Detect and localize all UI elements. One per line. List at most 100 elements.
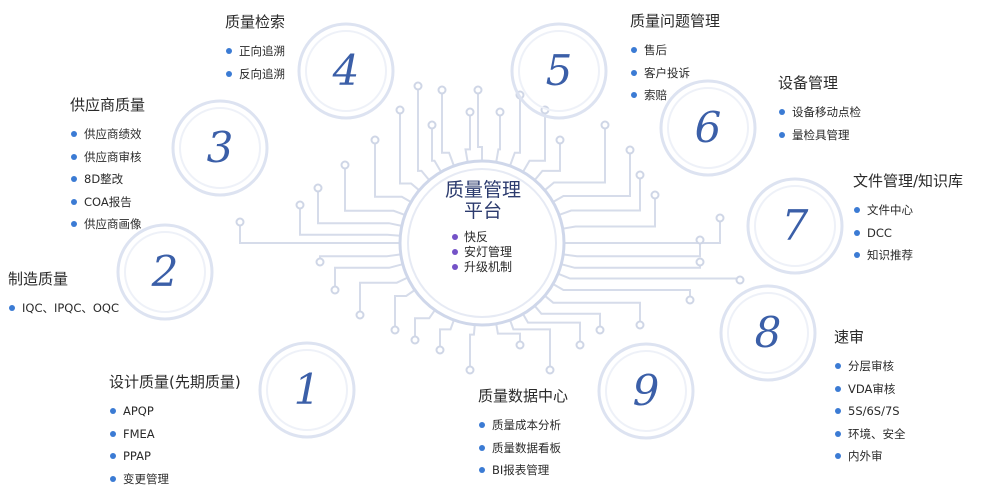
module-item: 反向追溯 bbox=[225, 66, 285, 89]
circuit-trace bbox=[470, 325, 475, 370]
module-quality-traceability: 质量检索 正向追溯 反向追溯 bbox=[225, 11, 285, 88]
hub-subtitle: 平台 bbox=[403, 201, 563, 222]
hub-feature: 升级机制 bbox=[451, 260, 563, 275]
circuit-trace bbox=[320, 254, 401, 262]
hub-feature: 安灯管理 bbox=[451, 245, 563, 260]
module-audit: 速审 分层审核 VDA审核 5S/6S/7S 环境、安全 内外审 bbox=[834, 326, 906, 471]
module-3-number: 3 bbox=[190, 118, 250, 178]
module-item: VDA审核 bbox=[834, 381, 906, 404]
circuit-trace bbox=[432, 125, 441, 172]
circuit-node bbox=[342, 162, 349, 169]
circuit-trace bbox=[553, 150, 630, 202]
circuit-node bbox=[737, 277, 744, 284]
circuit-node bbox=[332, 287, 339, 294]
circuit-trace bbox=[545, 296, 640, 325]
circuit-node bbox=[717, 215, 724, 222]
circuit-node bbox=[467, 109, 474, 116]
module-item-list: 正向追溯 反向追溯 bbox=[225, 43, 285, 88]
module-title: 制造质量 bbox=[8, 268, 119, 289]
circuit-node bbox=[557, 137, 564, 144]
circuit-trace bbox=[510, 95, 520, 166]
circuit-trace bbox=[418, 86, 429, 180]
module-item: 供应商画像 bbox=[70, 216, 145, 239]
circuit-trace bbox=[466, 112, 471, 162]
circuit-node bbox=[439, 87, 446, 94]
circuit-trace bbox=[440, 320, 454, 350]
circuit-node bbox=[687, 297, 694, 304]
circuit-node bbox=[317, 259, 324, 266]
hub-feature-list: 快反 安灯管理 升级机制 bbox=[451, 230, 563, 275]
circuit-node bbox=[697, 237, 704, 244]
module-item: 分层审核 bbox=[834, 358, 906, 381]
module-design-quality: 设计质量(先期质量) APQP FMEA PPAP 变更管理 bbox=[109, 371, 241, 493]
module-item: 索赔 bbox=[630, 87, 720, 110]
module-quality-data-center: 质量数据中心 质量成本分析 质量数据看板 BI报表管理 bbox=[478, 385, 568, 485]
module-item: 设备移动点检 bbox=[778, 104, 861, 127]
circuit-node bbox=[597, 327, 604, 334]
module-title: 质量数据中心 bbox=[478, 385, 568, 406]
module-item: 5S/6S/7S bbox=[834, 403, 906, 426]
module-item: 售后 bbox=[630, 42, 720, 65]
circuit-node bbox=[412, 337, 419, 344]
module-item: PPAP bbox=[109, 448, 241, 471]
module-item: 供应商审核 bbox=[70, 149, 145, 172]
module-item: 质量数据看板 bbox=[478, 440, 568, 463]
module-2-number: 2 bbox=[135, 242, 195, 302]
module-item: FMEA bbox=[109, 426, 241, 449]
module-5-number: 5 bbox=[529, 41, 589, 101]
circuit-trace bbox=[415, 310, 435, 340]
circuit-node bbox=[475, 87, 482, 94]
circuit-node bbox=[297, 202, 304, 209]
module-item: 文件中心 bbox=[853, 202, 963, 225]
circuit-node bbox=[637, 322, 644, 329]
module-item: 环境、安全 bbox=[834, 426, 906, 449]
circuit-trace bbox=[496, 324, 520, 345]
circuit-trace bbox=[559, 175, 640, 215]
hub-feature: 快反 bbox=[451, 230, 563, 245]
module-quality-issue-management: 质量问题管理 售后 客户投诉 索赔 bbox=[630, 10, 720, 110]
circuit-node bbox=[429, 122, 436, 129]
module-item-list: 供应商绩效 供应商审核 8D整改 COA报告 供应商画像 bbox=[70, 126, 145, 239]
module-title: 文件管理/知识库 bbox=[853, 170, 963, 191]
circuit-trace bbox=[478, 90, 482, 161]
circuit-trace bbox=[563, 195, 655, 229]
circuit-node bbox=[697, 259, 704, 266]
module-item: 供应商绩效 bbox=[70, 126, 145, 149]
module-8-number: 8 bbox=[738, 303, 798, 363]
module-item: 正向追溯 bbox=[225, 43, 285, 66]
circuit-node bbox=[437, 347, 444, 354]
circuit-trace bbox=[535, 306, 600, 330]
module-equipment-management: 设备管理 设备移动点检 量检具管理 bbox=[778, 72, 861, 149]
module-item: APQP bbox=[109, 403, 241, 426]
circuit-node bbox=[577, 342, 584, 349]
module-item-list: 售后 客户投诉 索赔 bbox=[630, 42, 720, 110]
circuit-node bbox=[497, 109, 504, 116]
circuit-node bbox=[357, 312, 364, 319]
circuit-node bbox=[392, 327, 399, 334]
module-4-number: 4 bbox=[316, 41, 376, 101]
module-item: BI报表管理 bbox=[478, 462, 568, 485]
module-title: 设计质量(先期质量) bbox=[109, 371, 241, 392]
module-item-list: APQP FMEA PPAP 变更管理 bbox=[109, 403, 241, 493]
module-9-number: 9 bbox=[616, 361, 676, 421]
module-item: IQC、IPQC、OQC bbox=[8, 300, 119, 323]
module-item: 知识推荐 bbox=[853, 247, 963, 270]
circuit-node bbox=[415, 83, 422, 90]
module-item-list: IQC、IPQC、OQC bbox=[8, 300, 119, 323]
module-item: 客户投诉 bbox=[630, 65, 720, 88]
circuit-node bbox=[315, 185, 322, 192]
module-item-list: 设备移动点检 量检具管理 bbox=[778, 104, 861, 149]
circuit-node bbox=[237, 219, 244, 226]
circuit-node bbox=[627, 147, 634, 154]
platform-hub: 质量管理 平台 快反 安灯管理 升级机制 bbox=[403, 180, 563, 275]
circuit-trace bbox=[442, 90, 454, 166]
module-item: DCC bbox=[853, 225, 963, 248]
module-item: 质量成本分析 bbox=[478, 417, 568, 440]
module-1-number: 1 bbox=[277, 360, 337, 420]
circuit-node bbox=[637, 172, 644, 179]
module-item: 内外审 bbox=[834, 448, 906, 471]
module-item: COA报告 bbox=[70, 194, 145, 217]
circuit-trace bbox=[318, 188, 402, 226]
circuit-node bbox=[372, 137, 379, 144]
circuit-trace bbox=[400, 110, 419, 190]
